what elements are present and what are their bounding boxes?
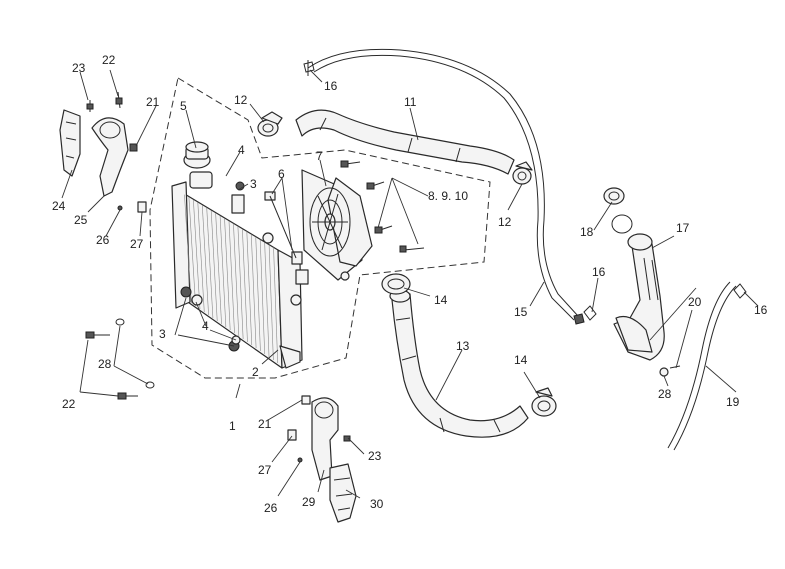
callout-6: 6 (278, 167, 285, 181)
hose-clamp-lower-bottom (531, 387, 557, 417)
callout-20: 20 (688, 295, 702, 309)
coolant-reservoir (613, 233, 665, 361)
radiator-fin (201, 205, 209, 316)
hose-clamp-upper-left (257, 111, 283, 137)
callout-14b: 14 (514, 353, 528, 367)
fan-mounting-bolts (340, 160, 429, 253)
callout-29: 29 (302, 495, 316, 509)
radiator-fin (255, 236, 261, 352)
hose-clamp-lower-top (381, 273, 411, 295)
callout-13: 13 (456, 339, 470, 353)
callout-3a: 3 (159, 327, 166, 341)
callout-8-9-10: 8. 9. 10 (428, 189, 468, 203)
tube-clip-right (733, 283, 747, 299)
callout-28b: 28 (658, 387, 672, 401)
radiator-cap (183, 141, 211, 169)
callout-4a: 4 (202, 319, 209, 333)
callout-19: 19 (726, 395, 740, 409)
radiator-fin (184, 194, 192, 304)
callout-25: 25 (74, 213, 88, 227)
radiator-fin (206, 207, 214, 319)
radiator-fin (215, 213, 222, 325)
radiator-fin (224, 218, 231, 331)
callout-12b: 12 (498, 215, 512, 229)
callout-11: 11 (404, 95, 417, 109)
callout-22b: 22 (62, 397, 76, 411)
callout-27b: 27 (258, 463, 272, 477)
leader-lines (61, 69, 759, 499)
callout-24: 24 (52, 199, 66, 213)
reservoir-bolt (659, 365, 681, 377)
lower-left-bolts (85, 318, 155, 400)
left-shroud-assembly (59, 109, 129, 197)
radiator-assembly-outline (149, 77, 491, 379)
callout-30: 30 (370, 497, 384, 511)
lower-shroud-assembly (287, 395, 357, 523)
callout-12a: 12 (234, 93, 248, 107)
cooling-fan (301, 169, 373, 281)
radiator-fin (193, 199, 201, 310)
radiator-fin (233, 223, 240, 337)
radiator-fin (228, 220, 235, 334)
callout-28a: 28 (98, 357, 112, 371)
callout-21a: 21 (146, 95, 160, 109)
callout-18: 18 (580, 225, 594, 239)
callout-3b: 3 (250, 177, 257, 191)
radiator-fin (242, 228, 248, 343)
radiator-fin (264, 242, 270, 358)
radiator-fin (188, 197, 196, 307)
reservoir-drain-tube (667, 281, 737, 451)
callout-22a: 22 (102, 53, 116, 67)
callout-1: 1 (229, 419, 236, 433)
radiator-fin (219, 215, 227, 328)
callout-26b: 26 (264, 501, 278, 515)
callout-16b: 16 (592, 265, 606, 279)
radiator-fin (210, 210, 218, 322)
radiator (171, 181, 309, 369)
callout-7: 7 (316, 149, 323, 163)
hose-clamp-upper-right (512, 161, 533, 185)
callout-27a: 27 (130, 237, 144, 251)
radiator-fin (246, 231, 253, 346)
callout-21b: 21 (258, 417, 272, 431)
tube-clip-top (303, 60, 315, 76)
callout-17: 17 (676, 221, 690, 235)
callout-15: 15 (514, 305, 528, 319)
callout-26a: 26 (96, 233, 110, 247)
callout-16a: 16 (324, 79, 338, 93)
radiator-fin (273, 247, 278, 364)
radiator-fin (268, 244, 274, 361)
callout-5: 5 (180, 99, 187, 113)
callout-2: 2 (252, 365, 259, 379)
lower-radiator-hose (389, 289, 529, 438)
tube-clip-mid (583, 305, 597, 321)
left-bolts (86, 91, 147, 213)
radiator-fin (237, 226, 244, 340)
callout-labels: 1 2 3 4 5 4 3 6 7 12 11 16 8. 9. 10 12 1… (52, 53, 768, 515)
radiator-fin (259, 239, 266, 355)
callout-16c: 16 (754, 303, 768, 317)
callout-14a: 14 (434, 293, 448, 307)
upper-radiator-hose (295, 109, 515, 175)
radiator-filler-neck (189, 171, 245, 214)
radiator-fin (197, 202, 205, 313)
reservoir-cap (603, 187, 633, 234)
radiator-fin (250, 234, 257, 349)
callout-23b: 23 (368, 449, 382, 463)
overflow-tube (307, 48, 585, 325)
callout-23a: 23 (72, 61, 86, 75)
callout-4b: 4 (238, 143, 245, 157)
